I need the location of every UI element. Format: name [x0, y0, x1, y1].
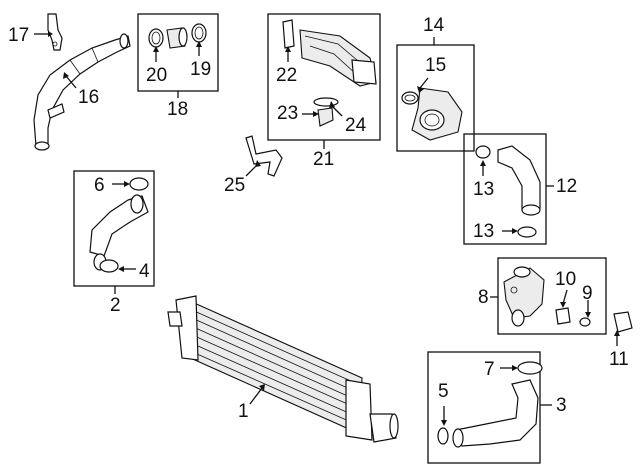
group-box-2: [73, 170, 155, 287]
callout-19: 19: [190, 59, 212, 80]
group-8-parts: [503, 266, 591, 327]
group-box-8: [497, 257, 607, 335]
callout-18: 18: [167, 99, 189, 120]
callout-4: 4: [139, 261, 150, 282]
group-box-14: [396, 44, 475, 152]
callout-16: 16: [78, 87, 100, 108]
callout-21: 21: [313, 149, 335, 170]
group-box-12: [463, 133, 547, 245]
callout-5: 5: [438, 381, 449, 402]
group-box-3: [427, 351, 541, 464]
bracket-part-25: [245, 135, 283, 177]
callout-10: 10: [555, 269, 577, 290]
callout-3: 3: [556, 395, 567, 416]
callout-17: 17: [8, 25, 30, 46]
callout-1: 1: [238, 401, 249, 422]
group-21-parts: [282, 19, 377, 127]
group-18-parts: [148, 23, 207, 62]
callout-7: 7: [484, 359, 495, 380]
group-3-parts: [437, 361, 543, 448]
group-12-parts: [475, 145, 541, 238]
callout-6: 6: [94, 175, 105, 196]
callout-25: 25: [224, 175, 246, 196]
intercooler-part-1: [167, 295, 399, 443]
callout-13-upper: 13: [473, 179, 495, 200]
group-2-parts: [89, 177, 149, 273]
callout-9: 9: [582, 283, 593, 304]
callout-20: 20: [146, 65, 168, 86]
callout-22: 22: [276, 65, 298, 86]
callout-12: 12: [556, 176, 578, 197]
callout-2: 2: [110, 295, 121, 316]
callout-23: 23: [277, 103, 299, 124]
callout-8: 8: [478, 287, 489, 308]
bracket-part-17: [34, 13, 63, 51]
callout-13-lower: 13: [473, 221, 495, 242]
group-14-parts: [401, 77, 463, 141]
callout-11: 11: [609, 349, 629, 370]
callout-14: 14: [423, 15, 445, 36]
callout-15: 15: [425, 55, 447, 76]
callout-24: 24: [345, 115, 367, 136]
sensor-part-11: [613, 311, 633, 346]
pipe-part-16: [33, 33, 131, 151]
